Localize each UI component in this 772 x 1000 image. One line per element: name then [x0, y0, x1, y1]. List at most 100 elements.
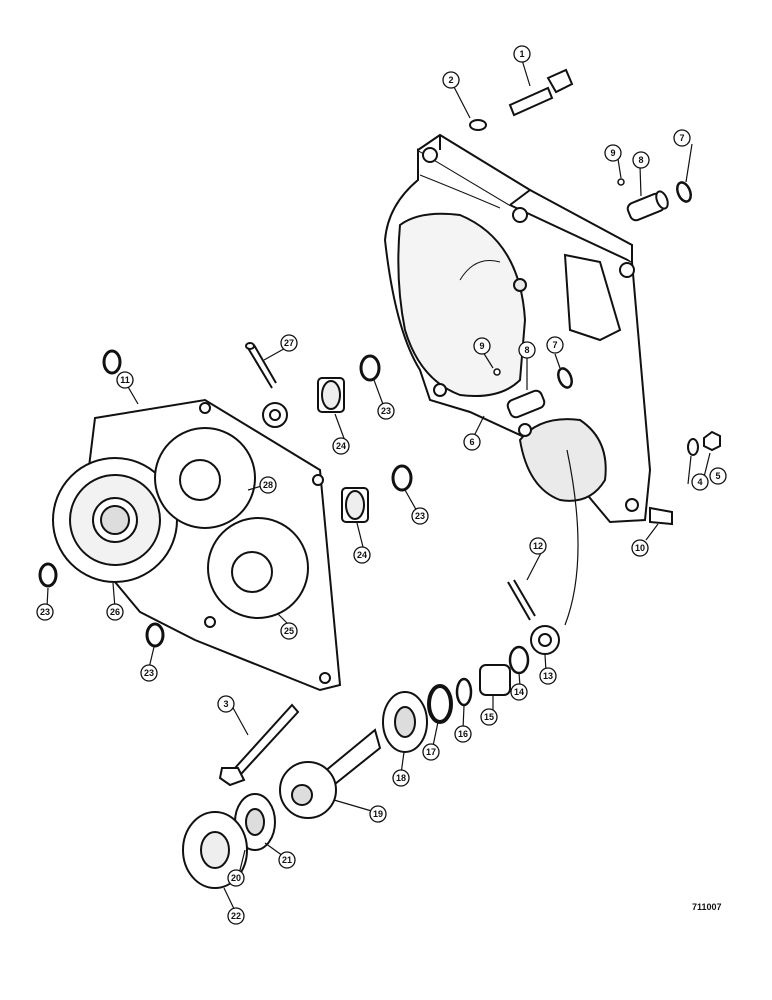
callout-circle	[518, 341, 536, 359]
cotter-pin-27	[245, 342, 277, 389]
cotter-pin-12	[507, 579, 536, 621]
callout-circle	[691, 473, 709, 491]
callout-28: 28	[259, 476, 277, 494]
callout-label: 12	[533, 541, 543, 551]
callout-16: 16	[454, 725, 472, 743]
bushing-24-upper	[317, 377, 345, 413]
callout-23: 23	[377, 402, 395, 420]
callout-label: 3	[223, 699, 228, 709]
callout-label: 25	[284, 626, 294, 636]
callout-circle	[673, 129, 691, 147]
callout-7: 7	[546, 336, 564, 354]
callout-circle	[473, 337, 491, 355]
callout-circle	[140, 664, 158, 682]
callout-circle	[116, 371, 134, 389]
callout-21: 21	[278, 851, 296, 869]
callout-circle	[369, 805, 387, 823]
callout-label: 23	[144, 668, 154, 678]
callout-circle	[529, 537, 547, 555]
callout-label: 17	[426, 747, 436, 757]
callout-3: 3	[217, 695, 235, 713]
callout-label: 10	[635, 543, 645, 553]
bolt-1	[508, 68, 574, 117]
callout-19: 19	[369, 805, 387, 823]
callout-24: 24	[353, 546, 371, 564]
callout-label: 19	[373, 809, 383, 819]
callout-label: 5	[715, 471, 720, 481]
callout-label: 8	[638, 155, 643, 165]
callout-circle	[377, 402, 395, 420]
washer-4	[687, 438, 699, 456]
callout-label: 16	[458, 729, 468, 739]
castle-nut	[262, 402, 288, 428]
spacer-15	[479, 664, 511, 696]
callout-circle	[332, 437, 350, 455]
callout-25: 25	[280, 622, 298, 640]
callout-label: 13	[543, 671, 553, 681]
callout-circle	[546, 336, 564, 354]
callout-circle	[106, 603, 124, 621]
callout-circle	[227, 907, 245, 925]
callout-label: 9	[479, 341, 484, 351]
ball-upper	[617, 178, 625, 186]
leader-lines	[46, 59, 711, 914]
callout-26: 26	[106, 603, 124, 621]
washer-14	[508, 645, 530, 675]
callout-6: 6	[463, 433, 481, 451]
callout-23: 23	[36, 603, 54, 621]
callout-circle	[539, 667, 557, 685]
callout-circle	[604, 144, 622, 162]
callout-9: 9	[604, 144, 622, 162]
callout-8: 8	[518, 341, 536, 359]
bushing-24-lower	[341, 487, 369, 523]
gear-25	[207, 517, 309, 619]
callout-9: 9	[473, 337, 491, 355]
callout-circle	[217, 695, 235, 713]
callout-group: 1234567788991011121314151617181920212223…	[36, 45, 727, 925]
callout-label: 14	[514, 687, 524, 697]
callout-label: 22	[231, 911, 241, 921]
seal-17	[427, 684, 453, 724]
pinion-shaft-19	[279, 728, 382, 819]
callout-circle	[353, 546, 371, 564]
dowel-pin-upper	[626, 190, 669, 222]
callout-4: 4	[691, 473, 709, 491]
callout-circle	[280, 622, 298, 640]
callout-label: 7	[552, 340, 557, 350]
callout-label: 8	[524, 345, 529, 355]
callout-8: 8	[632, 151, 650, 169]
callout-circle	[227, 869, 245, 887]
callout-circle	[259, 476, 277, 494]
callout-10: 10	[631, 539, 649, 557]
callout-12: 12	[529, 537, 547, 555]
callout-2: 2	[442, 71, 460, 89]
callout-label: 23	[415, 511, 425, 521]
callout-label: 9	[610, 148, 615, 158]
ball-lower	[493, 368, 501, 376]
callout-label: 4	[697, 477, 702, 487]
gear-housing	[383, 133, 652, 524]
callout-circle	[510, 683, 528, 701]
callout-circle	[632, 151, 650, 169]
callout-23: 23	[140, 664, 158, 682]
callout-circle	[709, 467, 727, 485]
callout-label: 26	[110, 607, 120, 617]
callout-circle	[36, 603, 54, 621]
callout-label: 15	[484, 712, 494, 722]
gear-28	[154, 427, 256, 529]
thrust-washers	[38, 349, 413, 648]
callout-label: 20	[231, 873, 241, 883]
callout-label: 24	[336, 441, 346, 451]
callout-circle	[513, 45, 531, 63]
callout-label: 18	[396, 773, 406, 783]
callout-17: 17	[422, 743, 440, 761]
callout-5: 5	[709, 467, 727, 485]
callout-24: 24	[332, 437, 350, 455]
callout-circle	[392, 769, 410, 787]
callout-11: 11	[116, 371, 134, 389]
gear-26	[52, 457, 178, 583]
callout-18: 18	[392, 769, 410, 787]
callout-7: 7	[673, 129, 691, 147]
callout-circle	[631, 539, 649, 557]
